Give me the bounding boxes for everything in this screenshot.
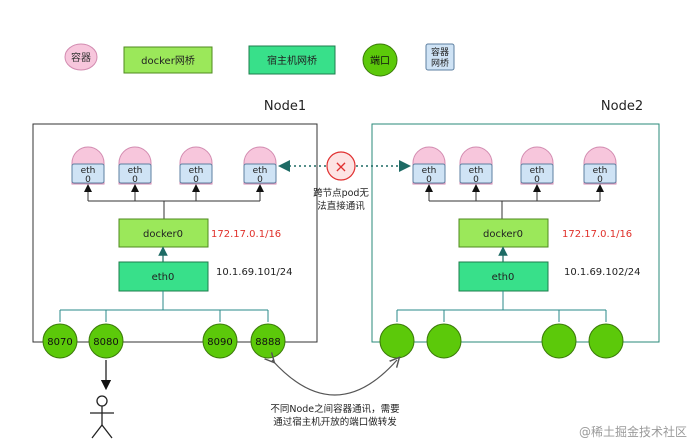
node1-port-3-label: 8090	[207, 337, 232, 348]
bottom-note-line2: 通过宿主机开放的端口做转发	[273, 416, 397, 428]
node1-container-3-eth-num: 0	[193, 175, 199, 185]
node1-container-1-eth	[71, 163, 105, 184]
node1-port-2: 8080	[88, 323, 124, 359]
port-forward-arc	[272, 360, 397, 396]
node1-docker0	[118, 218, 209, 248]
node2: Node2 eth 0 eth 0 eth 0 eth 0	[371, 99, 660, 359]
node1-eth0-label: eth0	[152, 272, 175, 283]
node1-container-2-eth-label: eth	[128, 166, 143, 176]
node2-eth0	[458, 261, 549, 292]
node2-docker0-label: docker0	[483, 229, 523, 240]
node2-container-4-eth-label: eth	[593, 166, 608, 176]
node2-port-links	[396, 291, 607, 322]
node2-container-1: eth 0	[412, 146, 446, 185]
node2-container-3: eth 0	[520, 146, 554, 185]
node1-docker0-ip: 172.17.0.1/16	[211, 229, 281, 240]
cross-node-note-line1: 跨节点pod无	[313, 188, 369, 199]
blocked-icon	[326, 151, 356, 181]
node2-container-2-eth-num: 0	[473, 175, 479, 185]
node2-container-3-eth-num: 0	[534, 175, 540, 185]
node1: Node1 eth 0 eth 0 eth 0 eth 0	[32, 99, 318, 359]
legend-port-swatch	[362, 43, 398, 77]
node2-port-3	[541, 323, 577, 359]
node1-port-4-label: 8888	[255, 337, 280, 348]
legend-container-swatch	[64, 43, 98, 71]
node2-title: Node2	[601, 99, 643, 114]
node1-port-links	[59, 291, 269, 322]
legend-docker-bridge-swatch	[123, 46, 213, 74]
node1-title: Node1	[264, 99, 306, 114]
node2-port-4	[588, 323, 624, 359]
node2-container-3-eth	[520, 163, 554, 184]
node1-docker0-label: docker0	[143, 229, 183, 240]
legend-container-bridge-swatch	[425, 43, 455, 71]
node1-port-2-shape	[88, 323, 124, 359]
node1-container-2-eth-num: 0	[132, 175, 138, 185]
legend-docker-bridge-label: docker网桥	[141, 55, 195, 67]
node1-port-1-shape	[42, 323, 78, 359]
node2-container-4-eth	[583, 163, 617, 184]
legend-host-bridge-label: 宿主机网桥	[267, 54, 317, 67]
node1-port-3: 8090	[202, 323, 238, 359]
node1-container-2-eth	[118, 163, 152, 184]
watermark: @稀土掘金技术社区	[579, 424, 687, 439]
node2-border	[371, 123, 660, 343]
node1-container-links	[84, 184, 264, 219]
node2-port-1-shape	[379, 323, 415, 359]
node1-port-2-label: 8080	[93, 337, 118, 348]
legend-container-bridge-label-2: 网桥	[431, 57, 449, 69]
node1-container-3-eth	[179, 163, 213, 184]
node1-eth0	[118, 261, 209, 292]
node2-container-2-eth	[459, 163, 493, 184]
node1-port-1-label: 8070	[47, 337, 72, 348]
node1-container-4: eth 0	[243, 146, 277, 185]
legend: 容器 docker网桥 宿主机网桥 端口 容器 网桥	[64, 43, 455, 77]
node2-container-1-eth	[412, 163, 446, 184]
node1-container-4-eth-num: 0	[257, 175, 263, 185]
node1-container-2: eth 0	[118, 146, 152, 185]
node2-container-4: eth 0	[583, 146, 617, 185]
node2-container-4-eth-num: 0	[597, 175, 603, 185]
node1-container-1-eth-num: 0	[85, 175, 91, 185]
node1-container-1-eth-label: eth	[81, 166, 96, 176]
node1-port-3-shape	[202, 323, 238, 359]
node2-port-2-shape	[426, 323, 462, 359]
node2-container-3-eth-label: eth	[530, 166, 545, 176]
node2-container-2: eth 0	[459, 146, 493, 185]
user-stick-figure-icon	[90, 360, 114, 439]
node1-port-1: 8070	[42, 323, 78, 359]
node1-eth0-ip: 10.1.69.101/24	[216, 267, 293, 278]
node2-docker0	[458, 218, 549, 248]
legend-host-bridge-swatch	[248, 45, 336, 75]
node2-container-1-eth-num: 0	[426, 175, 432, 185]
node1-container-4-eth-label: eth	[253, 166, 268, 176]
legend-port-label: 端口	[370, 54, 390, 67]
node2-eth0-label: eth0	[492, 272, 515, 283]
node1-border	[32, 123, 318, 343]
node2-eth0-ip: 10.1.69.102/24	[564, 267, 641, 278]
node2-container-links	[425, 184, 604, 219]
node2-docker0-ip: 172.17.0.1/16	[562, 229, 632, 240]
node2-port-1	[379, 323, 415, 359]
node1-container-3-eth-label: eth	[189, 166, 204, 176]
node1-container-3: eth 0	[179, 146, 213, 185]
node2-container-1-eth-label: eth	[422, 166, 437, 176]
node1-container-4-eth	[243, 163, 277, 184]
bottom-note-line1: 不同Node之间容器通讯，需要	[270, 403, 399, 415]
node2-port-3-shape	[541, 323, 577, 359]
legend-container-bridge-label-1: 容器	[431, 46, 449, 58]
cross-node-note-line2: 法直接通讯	[317, 200, 365, 212]
node1-port-4: 8888	[250, 323, 286, 359]
cross-node-blocked-link: × 跨节点pod无 法直接通讯	[278, 151, 411, 212]
node1-container-1: eth 0	[71, 146, 105, 185]
node2-container-2-eth-label: eth	[469, 166, 484, 176]
blocked-icon-symbol: ×	[334, 157, 347, 176]
node2-port-4-shape	[588, 323, 624, 359]
node2-port-2	[426, 323, 462, 359]
legend-container-label: 容器	[71, 51, 91, 64]
